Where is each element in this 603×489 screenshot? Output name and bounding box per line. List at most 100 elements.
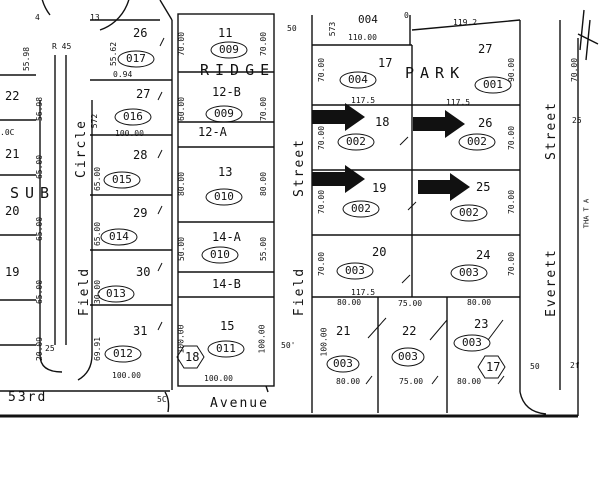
dimv-70-a: 70.00 — [177, 31, 187, 57]
street-field-mid-label: Field — [292, 266, 308, 317]
lot-29: 29 — [133, 206, 148, 220]
dimv-70-h: 70.00 — [507, 125, 517, 151]
dim-117-5-a: 117.5 — [351, 96, 376, 105]
dimv-70-f: 70.00 — [317, 189, 327, 215]
dim-80-b: 80.00 — [467, 298, 492, 307]
code-003-c: 003 — [333, 357, 353, 370]
dimv-70-b: 70.00 — [259, 31, 269, 57]
lot-14b: 14-B — [212, 277, 241, 291]
dim-80-c: 80.00 — [336, 377, 361, 386]
dimv-573: 573 — [328, 21, 338, 37]
dim-100-c: 100.00 — [204, 374, 233, 383]
dim-50-right: 50 — [530, 362, 540, 371]
dimv-65-f: 30.00 — [93, 279, 103, 305]
lot-17: 17 — [378, 56, 393, 70]
code-016: 016 — [123, 110, 143, 123]
lot-13: 13 — [218, 165, 233, 179]
dimv-50: 50.00 — [177, 236, 187, 262]
code-014: 014 — [109, 230, 129, 243]
street-avenue-label: Avenue — [210, 396, 269, 411]
lot-20-left: 20 — [5, 204, 20, 218]
lot-28: 28 — [133, 148, 148, 162]
lot-19-left: 19 — [5, 265, 20, 279]
lot-25: 25 — [476, 180, 491, 194]
code-013: 013 — [106, 287, 126, 300]
lot-19: 19 — [372, 181, 387, 195]
lot-21: 21 — [336, 324, 351, 338]
dimv-65-a: 65.00 — [35, 154, 45, 180]
lot-23: 23 — [474, 317, 489, 331]
dimv-70-g: 70.00 — [317, 251, 327, 277]
dimv-55-62: 55.62 — [109, 41, 119, 67]
code-004-a: 004 — [358, 13, 378, 26]
code-002-c: 002 — [467, 135, 487, 148]
dim-25-right: 25 — [572, 116, 582, 125]
dimv-60: 60.00 — [177, 96, 187, 122]
dim-117-5-b: 117.5 — [446, 98, 471, 107]
dim-0c: .0C — [0, 128, 15, 137]
code-002-b: 002 — [351, 202, 371, 215]
code-003-a: 003 — [345, 264, 365, 277]
dim-50-mid: 50' — [281, 341, 296, 350]
code-002-a: 002 — [346, 135, 366, 148]
side-note: THA T A — [582, 198, 591, 229]
code-003-e: 003 — [462, 336, 482, 349]
dimv-70-i: 70.00 — [507, 189, 517, 215]
lot-31: 31 — [133, 324, 148, 338]
dimv-70-right: 70.00 — [570, 57, 580, 83]
lot-26-left: 26 — [133, 26, 148, 40]
dim-100-b: 100.00 — [112, 371, 141, 380]
dim-13: 13 — [90, 13, 100, 22]
dim-2f: 2f — [570, 361, 580, 370]
lot-21-left: 21 — [5, 147, 20, 161]
badge-18: 18 — [185, 350, 200, 364]
lot-11: 11 — [218, 26, 233, 40]
lot-14a: 14-A — [212, 230, 241, 244]
dimv-70-e: 70.00 — [317, 125, 327, 151]
dimv-100-c: 100.00 — [319, 327, 329, 357]
street-53rd-label: 53rd — [8, 390, 48, 405]
code-003-d: 003 — [398, 350, 418, 363]
dimv-100-b: 100.00 — [257, 324, 267, 354]
dim-75-a: 75.00 — [398, 299, 423, 308]
street-circle-label: Circle — [73, 119, 89, 178]
lot-15: 15 — [220, 319, 235, 333]
dimv-572: 572 — [90, 113, 100, 129]
lot-30: 30 — [136, 265, 151, 279]
dimv-65-c: 65.00 — [35, 216, 45, 242]
street-field-left-label: Field — [77, 266, 93, 317]
code-015: 015 — [112, 173, 132, 186]
dimv-70-d: 70.00 — [317, 57, 327, 83]
street-street-right-label: Street — [543, 101, 559, 160]
code-009-b: 009 — [214, 107, 234, 120]
street-park-label: PARK — [405, 64, 466, 82]
dimv-65-d: 65.00 — [93, 221, 103, 247]
code-011: 011 — [216, 342, 236, 355]
dim-80-a: 80.00 — [337, 298, 362, 307]
code-003-b: 003 — [459, 266, 479, 279]
street-everett-label: Everett — [543, 248, 559, 317]
lot-27-right: 27 — [478, 42, 493, 56]
code-009-a: 009 — [219, 43, 239, 56]
dimv-65-e: 65.00 — [35, 279, 45, 305]
code-001: 001 — [483, 78, 503, 91]
lot-24: 24 — [476, 248, 491, 262]
lot-20: 20 — [372, 245, 387, 259]
dim-50: 50 — [287, 24, 297, 33]
dim-119-2: 119.2 — [453, 18, 478, 27]
code-002-d: 002 — [459, 206, 479, 219]
lot-18: 18 — [375, 115, 390, 129]
dim-4: 4 — [35, 13, 40, 22]
lot-26-right: 26 — [478, 116, 493, 130]
dim-25: 25 — [45, 344, 55, 353]
lot-27-left: 27 — [136, 87, 151, 101]
dim-0: 0 — [404, 11, 409, 20]
dimv-70-j: 70.00 — [507, 251, 517, 277]
dimv-80: 80.00 — [177, 171, 187, 197]
dim-0-94: 0.94 — [113, 70, 133, 79]
code-004-b: 004 — [348, 73, 368, 86]
dim-100-a: 100.00 — [115, 129, 144, 138]
dim-80-d: 80.00 — [457, 377, 482, 386]
